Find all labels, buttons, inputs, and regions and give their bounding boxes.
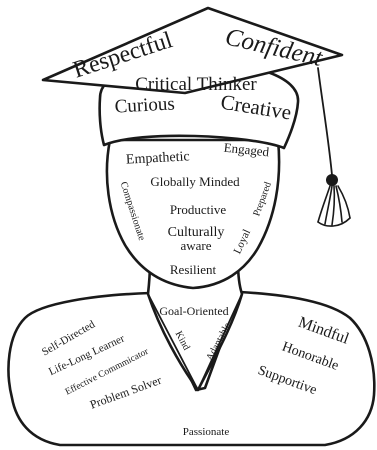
word-globally-minded: Globally Minded [150, 174, 240, 189]
word-passionate: Passionate [183, 426, 230, 438]
tassel-fringe [317, 185, 351, 227]
head-shape [105, 138, 281, 290]
collar-right-line [197, 293, 243, 391]
word-productive: Productive [170, 202, 227, 217]
word-engaged: Engaged [223, 140, 270, 160]
collar-left-line [147, 293, 199, 391]
word-goal-oriented: Goal-Oriented [159, 304, 228, 318]
word-empathetic: Empathetic [126, 149, 190, 167]
word-critical-thinker: Critical Thinker [135, 74, 257, 95]
word-aware: aware [180, 238, 211, 253]
word-curious: Curious [114, 93, 175, 117]
tassel-cord [317, 67, 333, 176]
tassel-knot [326, 174, 338, 186]
word-culturally: Culturally [168, 225, 225, 240]
word-resilient: Resilient [170, 262, 217, 277]
shoulders-shape [7, 290, 376, 447]
mortarboard-shape [41, 6, 344, 95]
